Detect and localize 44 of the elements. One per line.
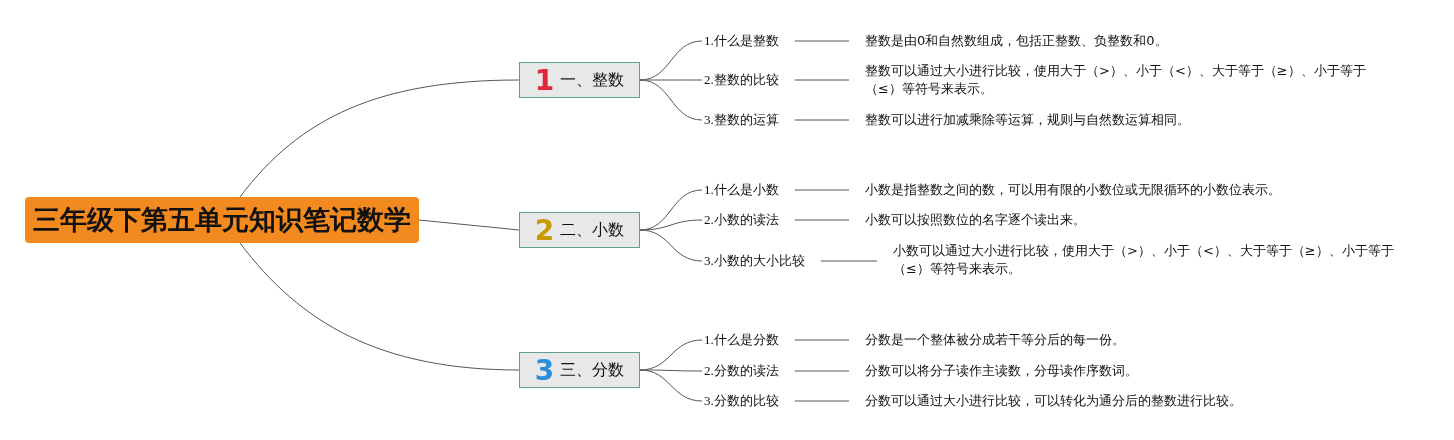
number-label: 2 (534, 213, 555, 247)
topic-title: 一、整数 (560, 69, 625, 91)
number-label: 3 (534, 353, 555, 387)
note-text: 整数是由0和自然数组成，包括正整数、负整数和0。 (863, 32, 1383, 50)
subtopic-label: 2.小数的读法 (702, 211, 781, 229)
subtopic-label: 2.整数的比较 (702, 71, 781, 89)
subtopic-label: 1.什么是小数 (702, 181, 781, 199)
connector-line (639, 229, 703, 262)
subtopic-label: 1.什么是分数 (702, 331, 781, 349)
note-text: 小数可以通过大小进行比较，使用大于（>）、小于（<）、大于等于（≥）、小于等于（≤）等符号来表示。 (891, 242, 1411, 278)
connector-line (794, 40, 850, 42)
note-text: 分数是一个整体被分成若干等分后的每一份。 (863, 331, 1383, 349)
note-text: 分数可以将分子读作主读数，分母读作序数词。 (863, 362, 1383, 380)
note-text: 小数是指整数之间的数，可以用有限的小数位或无限循环的小数位表示。 (863, 181, 1383, 199)
number-label: 1 (534, 63, 555, 97)
note-text: 整数可以进行加减乘除等运算，规则与自然数运算相同。 (863, 111, 1383, 129)
connector-line (794, 339, 850, 341)
topic-box (519, 212, 640, 248)
connector-line (794, 370, 850, 372)
connector-line (239, 79, 520, 198)
subtopic-label: 2.分数的读法 (702, 362, 781, 380)
connector-line (794, 79, 850, 81)
connector-line (239, 242, 520, 371)
topic-box (519, 352, 640, 388)
note-text: 小数可以按照数位的名字逐个读出来。 (863, 211, 1383, 229)
topic-title: 二、小数 (560, 219, 625, 241)
subtopic-label: 3.分数的比较 (702, 392, 781, 410)
topic-title: 三、分数 (560, 359, 625, 381)
connector-line (418, 219, 520, 231)
connector-line (794, 189, 850, 191)
connector-line (639, 369, 703, 402)
connector-line (794, 400, 850, 402)
connector-line (639, 79, 703, 121)
connector-line (639, 79, 703, 81)
subtopic-label: 1.什么是整数 (702, 32, 781, 50)
subtopic-label: 3.整数的运算 (702, 111, 781, 129)
connector-line (794, 119, 850, 121)
subtopic-label: 3.小数的大小比较 (702, 252, 807, 270)
central-topic-box: 三年级下第五单元知识笔记数学 (25, 197, 419, 243)
note-text: 整数可以通过大小进行比较，使用大于（>）、小于（<）、大于等于（≥）、小于等于（≤）等符号来表示。 (863, 62, 1383, 98)
note-text: 分数可以通过大小进行比较，可以转化为通分后的整数进行比较。 (863, 392, 1383, 410)
topic-box (519, 62, 640, 98)
connector-line (820, 260, 878, 262)
connector-line (794, 219, 850, 221)
